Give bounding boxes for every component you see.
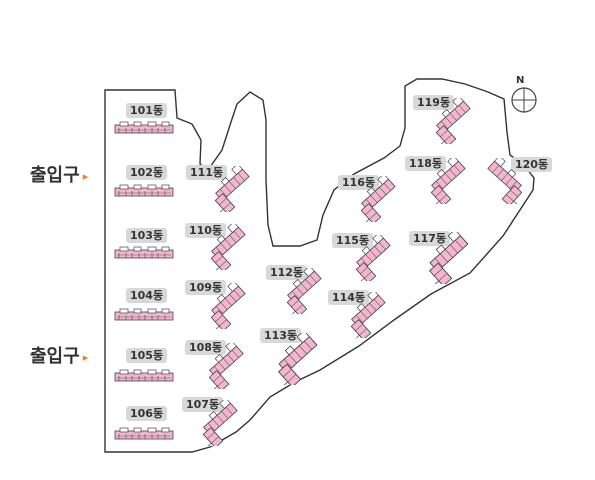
building-label: 119동 bbox=[413, 95, 455, 110]
building-footprint bbox=[262, 333, 324, 385]
building-label: 107동 bbox=[182, 397, 224, 412]
building-footprint bbox=[348, 176, 400, 222]
building-footprint bbox=[114, 183, 174, 197]
building-label: 105동 bbox=[126, 348, 168, 363]
building-label: 117동 bbox=[409, 231, 451, 246]
building-label: 113동 bbox=[260, 328, 302, 343]
building-label: 118동 bbox=[405, 156, 447, 171]
site-boundary bbox=[104, 78, 535, 453]
entrance-arrow-icon: ▸ bbox=[82, 169, 89, 183]
building-label: 111동 bbox=[186, 165, 228, 180]
building-footprint bbox=[338, 292, 390, 338]
building-label: 104동 bbox=[126, 288, 168, 303]
building-label: 110동 bbox=[185, 223, 227, 238]
entrance-label: 출입구 bbox=[30, 346, 80, 367]
building-footprint bbox=[114, 245, 174, 259]
entrance-arrow-icon: ▸ bbox=[82, 350, 89, 364]
building-footprint bbox=[114, 307, 174, 321]
building-footprint bbox=[423, 98, 475, 144]
building-footprint bbox=[114, 426, 174, 440]
compass-icon bbox=[511, 87, 537, 113]
building-footprint bbox=[274, 268, 326, 314]
building-label: 115동 bbox=[332, 233, 374, 248]
building-label: 112동 bbox=[266, 265, 308, 280]
compass-north-label: N bbox=[516, 75, 525, 86]
building-label: 106동 bbox=[126, 406, 168, 421]
building-footprint bbox=[343, 235, 395, 281]
building-label: 103동 bbox=[126, 228, 168, 243]
entrance-marker-2: 출입구▸ bbox=[30, 342, 88, 368]
building-footprint bbox=[114, 368, 174, 382]
building-footprint bbox=[418, 158, 470, 204]
building-footprint bbox=[414, 232, 474, 284]
entrance-label: 출입구 bbox=[30, 165, 80, 186]
building-label: 114동 bbox=[328, 290, 370, 305]
building-footprint bbox=[190, 400, 242, 446]
building-footprint bbox=[198, 224, 250, 270]
building-label: 102동 bbox=[126, 165, 168, 180]
building-footprint bbox=[198, 283, 250, 329]
building-label: 109동 bbox=[185, 280, 227, 295]
entrance-marker-1: 출입구▸ bbox=[30, 161, 88, 187]
building-footprint bbox=[114, 120, 174, 134]
building-footprint bbox=[202, 166, 254, 212]
building-label: 120동 bbox=[511, 157, 553, 172]
building-footprint bbox=[196, 343, 248, 389]
building-label: 101동 bbox=[126, 103, 168, 118]
building-label: 108동 bbox=[185, 340, 227, 355]
building-label: 116동 bbox=[338, 175, 380, 190]
building-footprint bbox=[483, 158, 535, 204]
